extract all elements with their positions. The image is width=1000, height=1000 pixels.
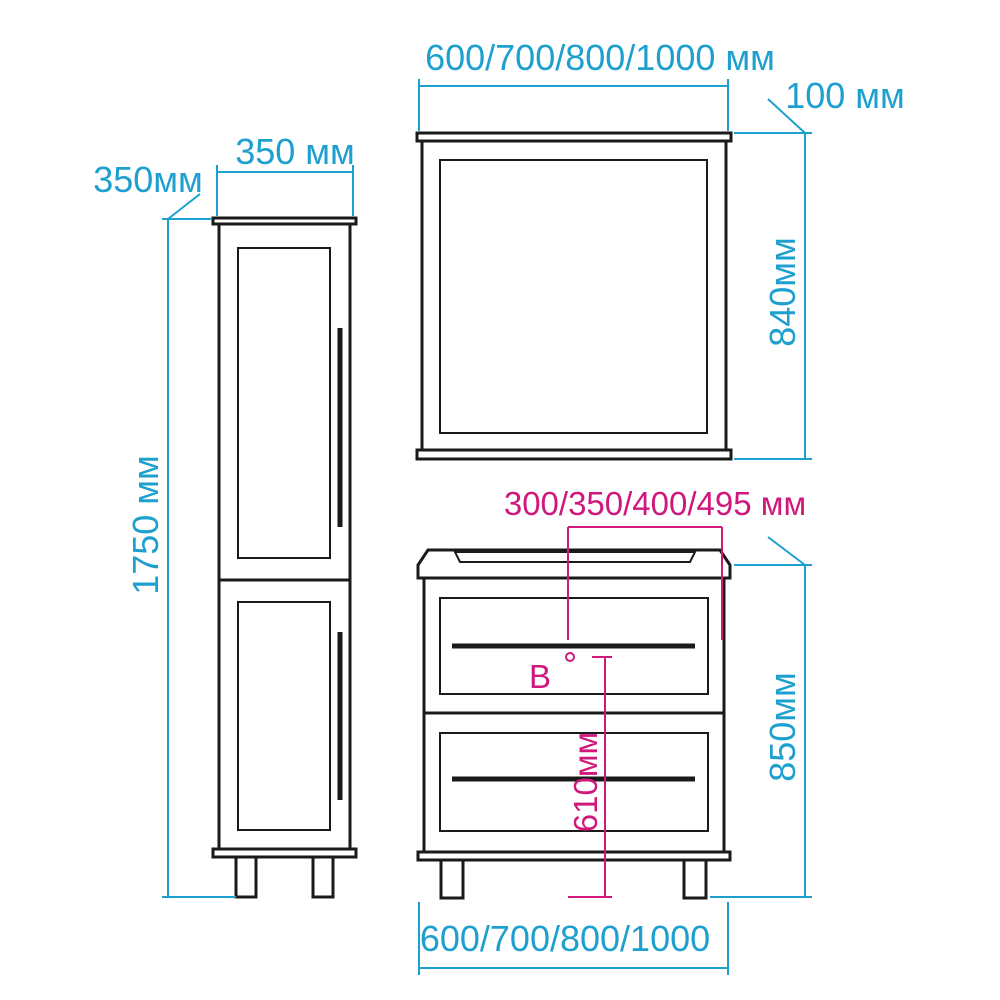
water-inlet-point bbox=[565, 652, 575, 662]
tall-column-cabinet bbox=[211, 216, 358, 899]
outlet-height-label: 610мм bbox=[567, 732, 604, 832]
column-dimensions: 350 мм 350мм 1750 мм bbox=[93, 131, 355, 898]
column-height-label: 1750 мм bbox=[125, 455, 166, 595]
bowl-size-label: 300/350/400/495 мм bbox=[504, 485, 806, 522]
vanity-left-leg bbox=[439, 858, 465, 900]
column-plinth bbox=[211, 847, 358, 859]
vanity-basin-bowl bbox=[453, 551, 697, 563]
vanity-width-label: 600/700/800/1000 bbox=[420, 918, 710, 959]
mirror-dimensions: 600/700/800/1000 мм 100 мм 840мм bbox=[418, 37, 905, 460]
column-depth-leader bbox=[167, 193, 201, 220]
vanity-right-leg bbox=[682, 858, 708, 900]
mirror-height-label: 840мм bbox=[762, 237, 803, 347]
vanity-height-label: 850мм bbox=[762, 672, 803, 782]
column-width-label: 350 мм bbox=[235, 131, 355, 172]
mirror bbox=[415, 131, 733, 461]
column-left-leg bbox=[234, 855, 258, 899]
column-depth-label: 350мм bbox=[93, 159, 203, 200]
mirror-depth-label: 100 мм bbox=[785, 75, 905, 116]
vanity-plinth bbox=[416, 850, 732, 862]
column-lower-door-panel bbox=[237, 601, 331, 831]
mirror-depth-leader bbox=[767, 98, 806, 134]
vanity-depth-leader bbox=[767, 536, 806, 566]
water-inlet-marker: B bbox=[529, 658, 551, 695]
column-upper-door-panel bbox=[237, 247, 331, 559]
vanity-plumbing-dimensions: 300/350/400/495 мм B 610мм bbox=[504, 485, 806, 898]
mirror-glass bbox=[439, 159, 708, 434]
vanity-unit bbox=[416, 548, 732, 900]
column-right-leg bbox=[311, 855, 335, 899]
vanity-lower-drawer bbox=[439, 732, 709, 832]
vanity-dimensions: 850мм 600/700/800/1000 bbox=[418, 536, 812, 975]
mirror-bottom-ledge bbox=[415, 448, 733, 461]
mirror-width-label: 600/700/800/1000 мм bbox=[425, 37, 775, 78]
